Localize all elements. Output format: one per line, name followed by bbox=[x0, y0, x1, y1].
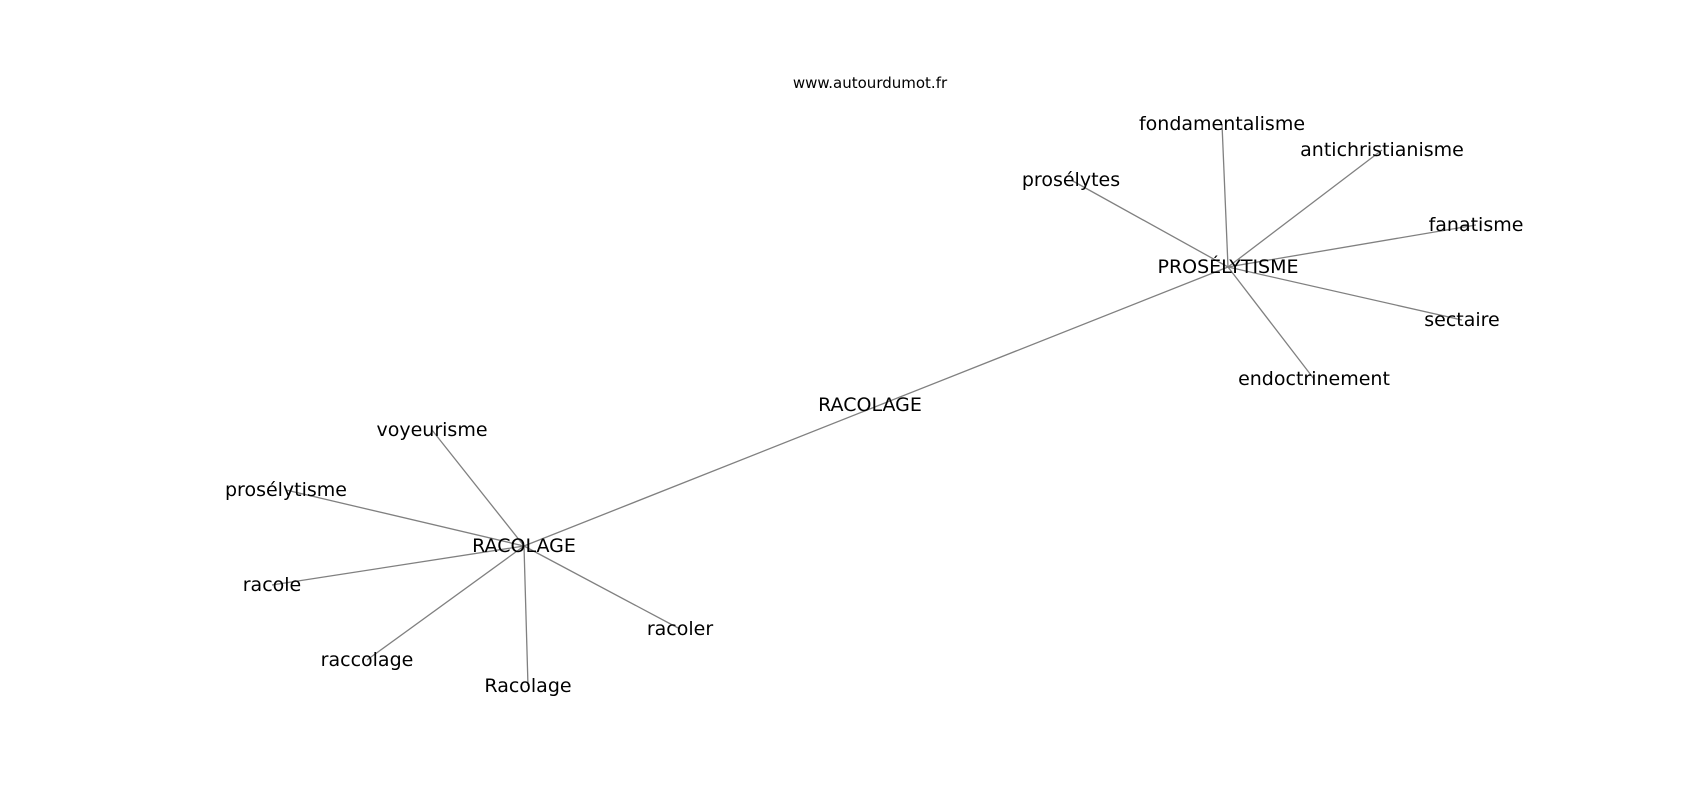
edge-proselytisme-leaf bbox=[1227, 266, 1463, 321]
leaf-node-label: raccolage bbox=[321, 649, 414, 671]
edge-proselytisme-leaf bbox=[1221, 123, 1229, 268]
edge-proselytisme-leaf bbox=[1227, 224, 1477, 268]
leaf-node-label: sectaire bbox=[1424, 309, 1500, 331]
watermark-text: www.autourdumot.fr bbox=[793, 74, 948, 92]
center-node-label: RACOLAGE bbox=[818, 394, 922, 416]
edge-racolage-leaf bbox=[285, 489, 525, 547]
edge-racolage-leaf bbox=[366, 545, 525, 661]
edge-racolage-leaf bbox=[431, 429, 525, 547]
edge-proselytisme-leaf bbox=[1227, 149, 1383, 268]
leaf-node-label: antichristianisme bbox=[1300, 139, 1464, 161]
edge-racolage-leaf bbox=[523, 545, 529, 687]
leaf-node-label: endoctrinement bbox=[1238, 368, 1390, 390]
hub-node-label: PROSÉLYTISME bbox=[1157, 255, 1298, 278]
edge-racolage-leaf bbox=[523, 545, 681, 630]
leaf-node-label: racole bbox=[243, 574, 302, 596]
edge-proselytisme-leaf bbox=[1227, 266, 1315, 380]
leaf-node-label: fanatisme bbox=[1429, 214, 1524, 236]
labels-layer: RACOLAGE RACOLAGE voyeurisme prosélytisme ra… bbox=[225, 113, 1523, 697]
leaf-node-label: prosélytisme bbox=[225, 479, 347, 501]
leaf-node-label: voyeurisme bbox=[376, 419, 487, 441]
edge-racolage-leaf bbox=[271, 545, 525, 586]
edges-layer bbox=[271, 123, 1477, 687]
leaf-node-label: fondamentalisme bbox=[1139, 113, 1305, 135]
leaf-node-label: Racolage bbox=[484, 675, 571, 697]
edge-proselytisme-leaf bbox=[1070, 179, 1229, 268]
edge-hub-racolage-proselytisme bbox=[523, 266, 1229, 547]
leaf-node-label: racoler bbox=[647, 618, 713, 640]
hub-node-label: RACOLAGE bbox=[472, 535, 576, 557]
leaf-node-label: prosélytes bbox=[1022, 169, 1120, 191]
